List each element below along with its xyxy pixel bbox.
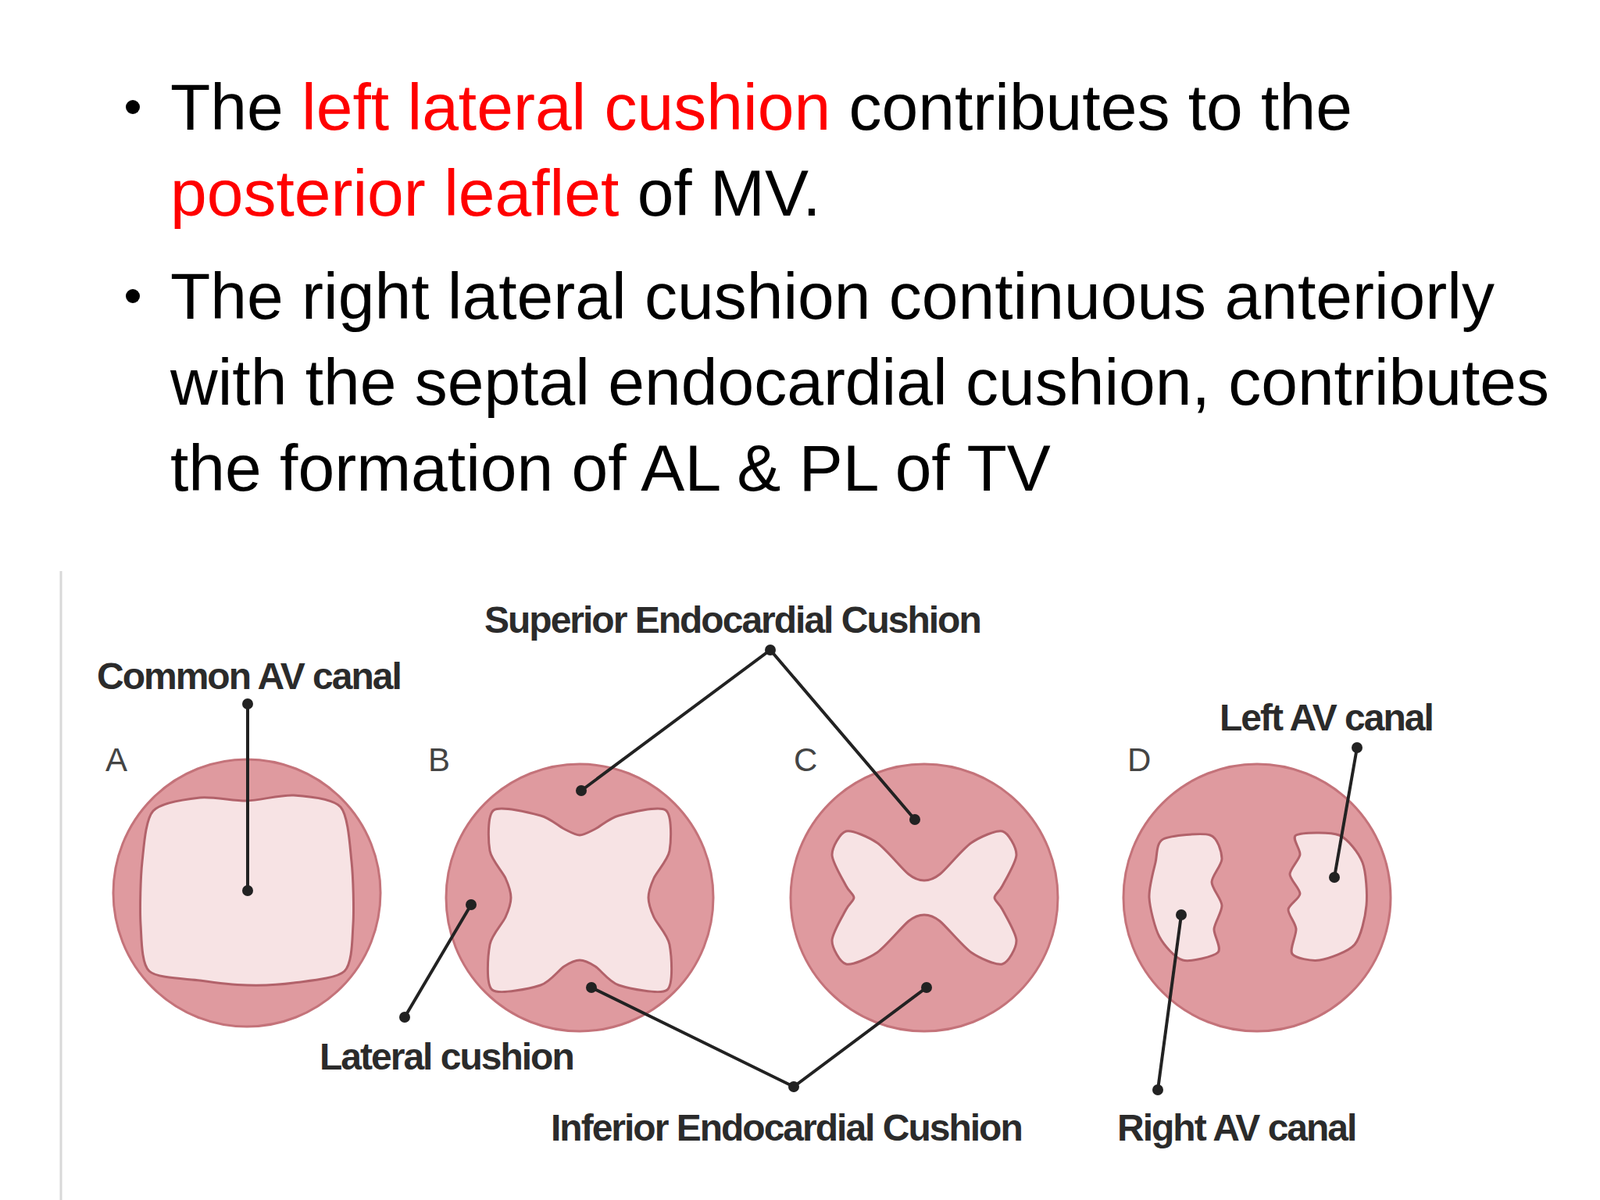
leader-line [591, 987, 927, 1087]
leader-line [404, 904, 472, 1018]
leader-line [246, 703, 250, 891]
lumen-group [139, 795, 1367, 993]
panel-letter: C [793, 741, 818, 779]
panel-letter: A [105, 741, 128, 779]
leader-dot [921, 982, 933, 993]
bullet-text: The right lateral cushion continuous ant… [170, 259, 1550, 505]
leader-dot [465, 899, 477, 911]
structure-label: Common AV canal [96, 654, 401, 698]
leader-dot [242, 885, 254, 897]
bullet-text: of MV. [637, 156, 822, 230]
figure-border [60, 571, 63, 1200]
leader-dot [575, 785, 587, 797]
panel-letter: D [1127, 741, 1151, 779]
highlight-text: left lateral cushion [301, 70, 831, 144]
leader-dot [242, 698, 254, 710]
structure-label: Lateral cushion [319, 1035, 574, 1079]
canal-lumen [832, 831, 1017, 965]
canal-lumen [1149, 834, 1222, 961]
bullet-text: The right lateral cushion continuous ant… [170, 253, 1561, 511]
structure-label: Inferior Endocardial Cushion [550, 1106, 1022, 1150]
canal-ring [1123, 764, 1391, 1032]
leader-dot [764, 644, 776, 656]
bullet-text: The [170, 70, 284, 144]
leader-dot [788, 1081, 800, 1093]
bullet-text: contributes to the [848, 70, 1352, 144]
leader-dot [1175, 909, 1187, 921]
canal-lumen [487, 808, 672, 992]
leader-dot [1328, 871, 1340, 883]
canal-ring [790, 764, 1058, 1032]
bullet-marker [125, 100, 140, 115]
leader-dot [1351, 742, 1363, 754]
leader-line [1334, 747, 1358, 878]
structure-label: Right AV canal [1117, 1106, 1356, 1150]
panel-letter: B [428, 741, 450, 779]
canal-lumen [1288, 832, 1367, 961]
canal-ring [446, 764, 714, 1032]
structure-label: Superior Endocardial Cushion [484, 598, 981, 642]
leader-dot [399, 1011, 411, 1023]
leader-line [581, 650, 915, 820]
leader-lines [247, 650, 1358, 1090]
bullet-marker [125, 289, 140, 304]
leader-line [1157, 914, 1182, 1090]
bullet-text: The left lateral cushion contributes to … [170, 64, 1561, 236]
leader-dot [1152, 1084, 1164, 1096]
structure-label: Left AV canal [1219, 696, 1433, 740]
highlight-text: posterior leaflet [170, 156, 619, 230]
leader-dot [909, 814, 921, 825]
leader-dots [242, 644, 1363, 1096]
leader-dot [585, 982, 597, 993]
